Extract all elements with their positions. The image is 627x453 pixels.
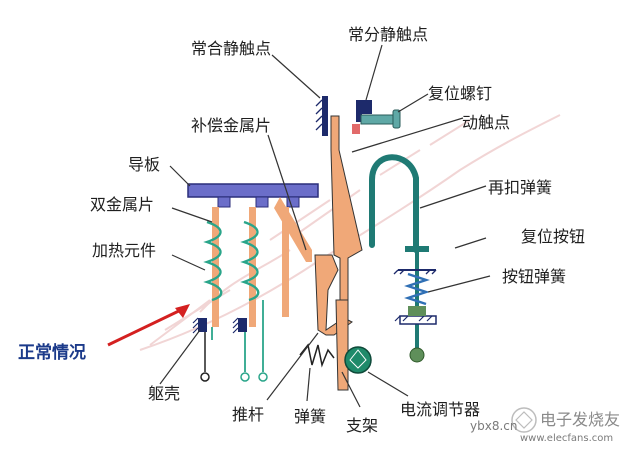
bimetal-strip (282, 207, 289, 317)
guide-plate-tab (217, 196, 231, 208)
reset-button-assembly (393, 246, 437, 363)
compensation-bimetal (274, 197, 312, 262)
reset-screw (360, 109, 401, 129)
label-reset-screw: 复位螺钉 (428, 84, 492, 103)
label-support: 支架 (346, 416, 378, 435)
watermark-site-left: ybx8.cn (470, 419, 517, 433)
guide-plate-tab (286, 196, 300, 208)
support-bracket (335, 299, 349, 391)
label-current-regulator: 电流调节器 (400, 400, 480, 419)
normal-state-arrow (107, 304, 190, 347)
normally-open-contact (352, 100, 372, 134)
label-normally-open-contact: 常分静触点 (348, 25, 428, 44)
current-regulator (344, 346, 372, 374)
label-normally-closed-contact: 常合静触点 (191, 39, 271, 58)
guide-plate (187, 183, 319, 198)
label-button-spring: 按钮弹簧 (502, 267, 566, 286)
watermark-site-right-url: www.elecfans.com (520, 433, 613, 444)
label-bimetal-strip: 双金属片 (90, 195, 154, 214)
label-moving-contact: 动触点 (462, 113, 510, 132)
label-normal-state: 正常情况 (18, 342, 86, 363)
label-push-rod: 推杆 (232, 405, 264, 424)
leader-lines (159, 44, 491, 408)
label-heating-element: 加热元件 (92, 241, 156, 260)
label-housing: 躯壳 (148, 384, 180, 403)
label-reset-button: 复位按钮 (521, 227, 585, 246)
label-compensation-bimetal: 补偿金属片 (191, 116, 271, 135)
housing-terminal (232, 317, 250, 382)
spring-icon (299, 343, 335, 368)
watermark-logo (511, 407, 537, 433)
housing-terminal (192, 317, 210, 382)
watermark-site-right-cn: 电子发烧友 (540, 410, 620, 429)
normally-closed-contact (315, 96, 328, 136)
rebuckle-spring (369, 154, 419, 253)
label-spring: 弹簧 (294, 407, 326, 426)
label-rebuckle-spring: 再扣弹簧 (488, 178, 552, 197)
heating-coil (203, 220, 260, 302)
housing-terminal (211, 300, 268, 382)
guide-plate-tab (255, 196, 269, 208)
label-guide-plate: 导板 (128, 155, 160, 174)
button-spring (404, 272, 430, 306)
